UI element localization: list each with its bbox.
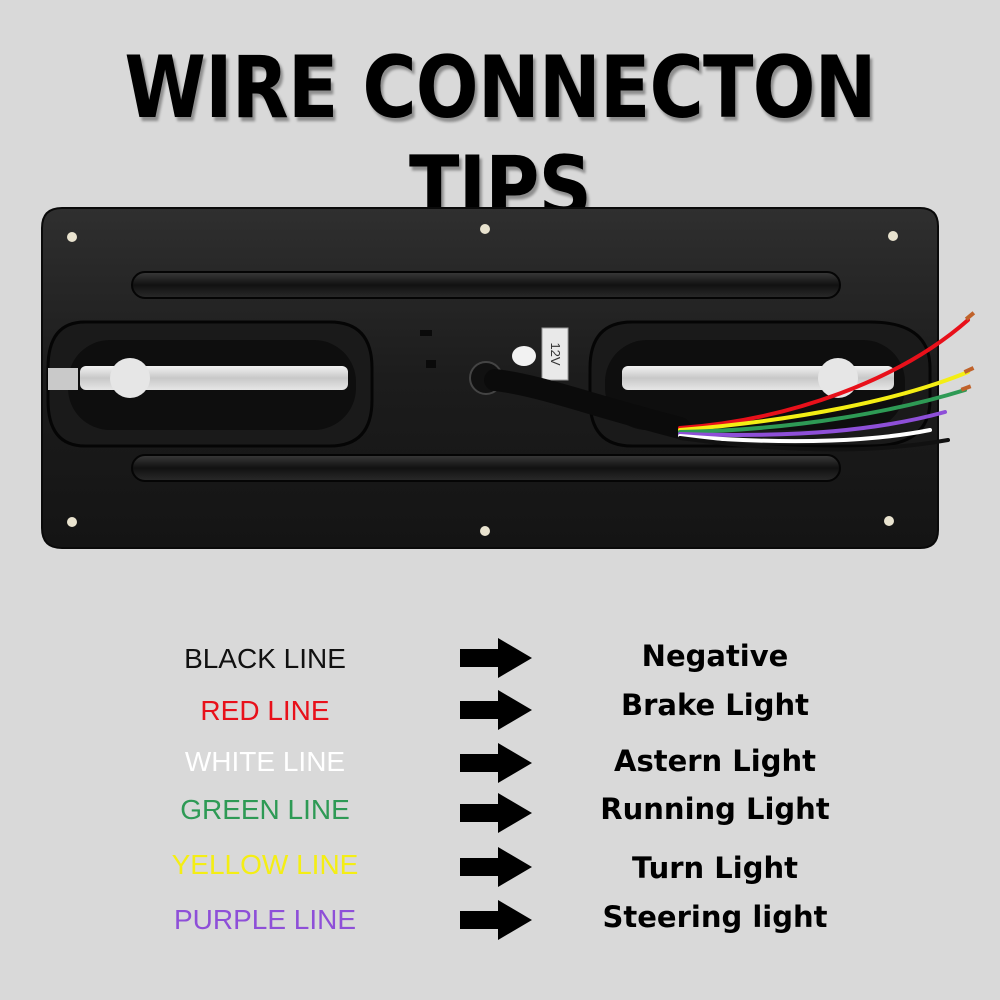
wire-bundle <box>678 318 970 452</box>
function-label-astern: Astern Light <box>614 744 816 778</box>
legend-row-green: GREEN LINE Running Light <box>0 790 1000 840</box>
function-label-steering: Steering light <box>602 900 828 934</box>
voltage-label: 12V <box>541 327 569 381</box>
bottom-rib <box>131 454 841 482</box>
function-label-brake: Brake Light <box>621 688 809 722</box>
tail-light-rear-housing: 12V <box>41 207 976 549</box>
right-arrow-icon <box>460 638 532 678</box>
right-arrow-icon <box>460 690 532 730</box>
legend-row-purple: PURPLE LINE Steering light <box>0 898 1000 948</box>
svg-text:12V: 12V <box>548 342 563 365</box>
function-label-negative: Negative <box>641 639 789 673</box>
right-arrow-icon <box>460 847 532 887</box>
wire-label-purple: PURPLE LINE <box>173 904 357 935</box>
page-title: WIRE CONNECTON TIPS <box>124 38 876 238</box>
right-arrow-icon <box>460 900 532 940</box>
top-rib <box>131 271 841 299</box>
function-label-turn: Turn Light <box>632 851 798 885</box>
right-arrow-icon <box>460 793 532 833</box>
legend-row-white: WHITE LINE Astern Light <box>0 741 1000 791</box>
wire-label-yellow: YELLOW LINE <box>171 849 359 880</box>
screw-icons <box>67 224 898 536</box>
wire-label-black: BLACK LINE <box>184 643 346 674</box>
legend-row-red: RED LINE Brake Light <box>0 688 1000 738</box>
legend-row-black: BLACK LINE Negative <box>0 636 1000 686</box>
wire-label-red: RED LINE <box>200 695 330 726</box>
wire-label-white: WHITE LINE <box>184 746 346 777</box>
wire-legend: BLACK LINE Negative RED LINE Brake Light… <box>0 620 1000 960</box>
legend-row-yellow: YELLOW LINE Turn Light <box>0 845 1000 895</box>
function-label-running: Running Light <box>600 792 830 826</box>
wire-label-green: GREEN LINE <box>180 794 350 825</box>
right-arrow-icon <box>460 743 532 783</box>
